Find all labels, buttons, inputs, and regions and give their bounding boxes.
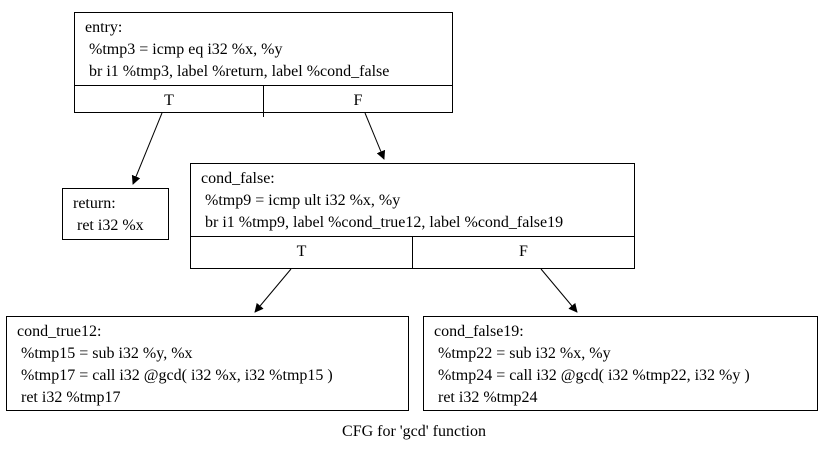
branch-false-cell: F <box>412 237 634 269</box>
diagram-caption: CFG for 'gcd' function <box>342 423 486 440</box>
ir-line: ret i32 %x <box>73 217 144 234</box>
node-cond-false19-body: cond_false19: %tmp22 = sub i32 %x, %y %t… <box>424 317 817 411</box>
ir-line: %tmp9 = icmp ult i32 %x, %y <box>201 192 401 209</box>
ir-line: br i1 %tmp9, label %cond_true12, label %… <box>201 214 564 231</box>
node-cond-true12-body: cond_true12: %tmp15 = sub i32 %y, %x %tm… <box>7 317 408 411</box>
node-entry-branch-row: T F <box>75 85 452 117</box>
branch-true-cell: T <box>296 243 307 260</box>
block-label: entry: <box>85 19 123 36</box>
ir-line: ret i32 %tmp24 <box>434 389 538 406</box>
edge-cond-false-false-cond-false19 <box>540 268 578 313</box>
node-entry: entry: %tmp3 = icmp eq i32 %x, %y br i1 … <box>74 12 453 117</box>
ir-line: %tmp3 = icmp eq i32 %x, %y <box>85 41 283 58</box>
node-entry-body: entry: %tmp3 = icmp eq i32 %x, %y br i1 … <box>75 13 452 85</box>
node-cond-false: cond_false: %tmp9 = icmp ult i32 %x, %y … <box>190 163 635 269</box>
node-cond-false-branch-row: T F <box>191 236 634 269</box>
ir-line: %tmp15 = sub i32 %y, %x <box>17 345 193 362</box>
node-cond-false19: cond_false19: %tmp22 = sub i32 %x, %y %t… <box>423 316 818 411</box>
ir-line: %tmp17 = call i32 @gcd( i32 %x, i32 %tmp… <box>17 367 333 384</box>
branch-true-cell: T <box>164 92 174 109</box>
node-cond-false-body: cond_false: %tmp9 = icmp ult i32 %x, %y … <box>191 164 634 236</box>
ir-line: br i1 %tmp3, label %return, label %cond_… <box>85 63 390 80</box>
block-label: cond_true12: <box>17 323 102 340</box>
ir-line: %tmp22 = sub i32 %x, %y <box>434 345 611 362</box>
node-return: return: ret i32 %x <box>62 188 169 240</box>
edge-entry-true-return <box>131 112 163 185</box>
branch-false-cell: F <box>263 86 452 117</box>
block-label: cond_false19: <box>434 323 524 340</box>
node-cond-true12: cond_true12: %tmp15 = sub i32 %y, %x %tm… <box>6 316 409 411</box>
edge-cond-false-true-cond-true12 <box>254 268 292 313</box>
block-label: cond_false: <box>201 170 275 187</box>
ir-line: %tmp24 = call i32 @gcd( i32 %tmp22, i32 … <box>434 367 750 384</box>
block-label: return: <box>73 195 116 212</box>
node-return-body: return: ret i32 %x <box>63 189 168 239</box>
edge-entry-false-cond-false <box>364 112 386 160</box>
ir-line: ret i32 %tmp17 <box>17 389 121 406</box>
